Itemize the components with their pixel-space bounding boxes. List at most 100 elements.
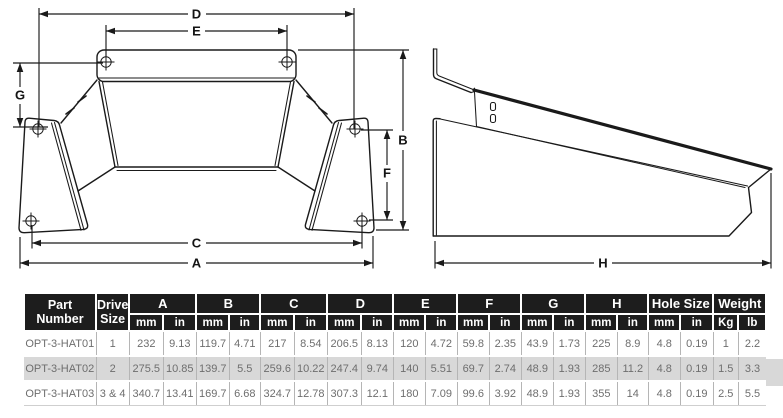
header-unit-weight-lb: lb xyxy=(737,313,768,332)
value-cell: 9.74 xyxy=(361,355,394,382)
header-unit-g-in: in xyxy=(552,313,587,332)
value-cell: 169.7 xyxy=(196,380,230,406)
left-side-plate xyxy=(18,117,89,234)
dimension-label-d: D xyxy=(192,7,201,22)
value-cell: 2.2 xyxy=(738,330,767,357)
value-cell: 11.2 xyxy=(617,355,649,382)
value-cell: 13.41 xyxy=(163,380,197,406)
header-unit-d-in: in xyxy=(360,313,395,332)
value-cell: 1.73 xyxy=(553,330,586,357)
part-number-cell: OPT-3-HAT02 xyxy=(24,355,97,382)
dimension-label-g: G xyxy=(15,88,25,103)
alt-row-overhang xyxy=(763,359,783,386)
header-unit-c-mm: mm xyxy=(259,313,296,332)
value-cell: 1.93 xyxy=(553,355,586,382)
header-unit-c-in: in xyxy=(293,313,329,332)
header-f: F xyxy=(456,291,523,316)
value-cell: 0.19 xyxy=(680,330,714,357)
value-cell: 5.51 xyxy=(425,355,458,382)
part-number-cell: OPT-3-HAT03 xyxy=(24,380,97,406)
header-weight: Weight xyxy=(712,291,768,316)
dimension-label-h: H xyxy=(598,256,607,271)
side-view xyxy=(432,48,773,237)
value-cell: 180 xyxy=(393,380,426,406)
header-unit-weight-kg: Kg xyxy=(712,313,740,332)
dimension-f: F xyxy=(361,129,393,221)
dimension-label-f: F xyxy=(383,166,391,181)
value-cell: 10.22 xyxy=(294,355,328,382)
value-cell: 59.8 xyxy=(457,330,490,357)
header-b: B xyxy=(195,291,262,316)
dimension-d: D xyxy=(38,7,355,129)
side-profile xyxy=(432,48,773,237)
value-cell: 232 xyxy=(129,330,164,357)
technical-drawing: D E G B F C xyxy=(13,7,773,271)
dimension-a: A xyxy=(19,236,374,271)
header-unit-a-mm: mm xyxy=(128,313,165,332)
value-cell: 4.8 xyxy=(648,330,681,357)
value-cell: 4.8 xyxy=(648,380,681,406)
value-cell: 1.5 xyxy=(713,355,739,382)
slot-lower xyxy=(489,113,497,124)
header-unit-h-in: in xyxy=(616,313,650,332)
dimension-label-c: C xyxy=(192,236,202,251)
value-cell: 1.93 xyxy=(553,380,586,406)
value-cell: 307.3 xyxy=(327,380,362,406)
value-cell: 5.5 xyxy=(229,355,261,382)
value-cell: 4.71 xyxy=(229,330,261,357)
value-cell: 48.9 xyxy=(521,380,554,406)
dimension-label-a: A xyxy=(192,256,202,271)
part-number-cell: OPT-3-HAT01 xyxy=(24,330,97,357)
header-unit-e-mm: mm xyxy=(392,313,427,332)
value-cell: 10.85 xyxy=(163,355,197,382)
header-unit-d-mm: mm xyxy=(326,313,363,332)
value-cell: 12.78 xyxy=(294,380,328,406)
value-cell: 8.54 xyxy=(294,330,328,357)
value-cell: 139.7 xyxy=(196,355,230,382)
dimension-h: H xyxy=(434,173,772,271)
hole-right-upper xyxy=(346,120,364,138)
front-view xyxy=(18,49,375,234)
header-unit-h-mm: mm xyxy=(584,313,619,332)
value-cell: 6.68 xyxy=(229,380,261,406)
header-drive-size: Drive Size xyxy=(94,292,131,332)
dimension-label-e: E xyxy=(192,24,201,39)
header-part-number: Part Number xyxy=(23,292,97,332)
value-cell: 99.6 xyxy=(457,380,490,406)
value-cell: 0.19 xyxy=(680,380,714,406)
dimension-c: C xyxy=(31,225,363,251)
right-side-plate xyxy=(304,117,375,234)
value-cell: 2.5 xyxy=(713,380,739,406)
center-panel xyxy=(98,80,295,172)
value-cell: 225 xyxy=(585,330,618,357)
drive-size-cell: 1 xyxy=(96,330,130,357)
header-unit-f-in: in xyxy=(488,313,523,332)
drive-size-cell: 3 & 4 xyxy=(96,380,130,406)
value-cell: 140 xyxy=(393,355,426,382)
hole-left-upper xyxy=(29,120,47,138)
header-unit-f-mm: mm xyxy=(456,313,491,332)
value-cell: 285 xyxy=(585,355,618,382)
value-cell: 217 xyxy=(260,330,295,357)
value-cell: 3.3 xyxy=(738,355,767,382)
value-cell: 259.6 xyxy=(260,355,295,382)
ramp-top-edge xyxy=(472,88,773,171)
value-cell: 7.09 xyxy=(425,380,458,406)
header-g: G xyxy=(520,291,587,316)
hole-left-lower xyxy=(22,212,40,230)
value-cell: 9.13 xyxy=(163,330,197,357)
header-c: C xyxy=(259,291,329,316)
left-arm xyxy=(60,79,116,192)
right-arm xyxy=(277,79,333,192)
value-cell: 1 xyxy=(713,330,739,357)
header-unit-hole-size-in: in xyxy=(679,313,715,332)
header-unit-e-in: in xyxy=(424,313,459,332)
header-hole-size: Hole Size xyxy=(647,291,715,316)
dimension-g: G xyxy=(13,62,103,128)
value-cell: 247.4 xyxy=(327,355,362,382)
